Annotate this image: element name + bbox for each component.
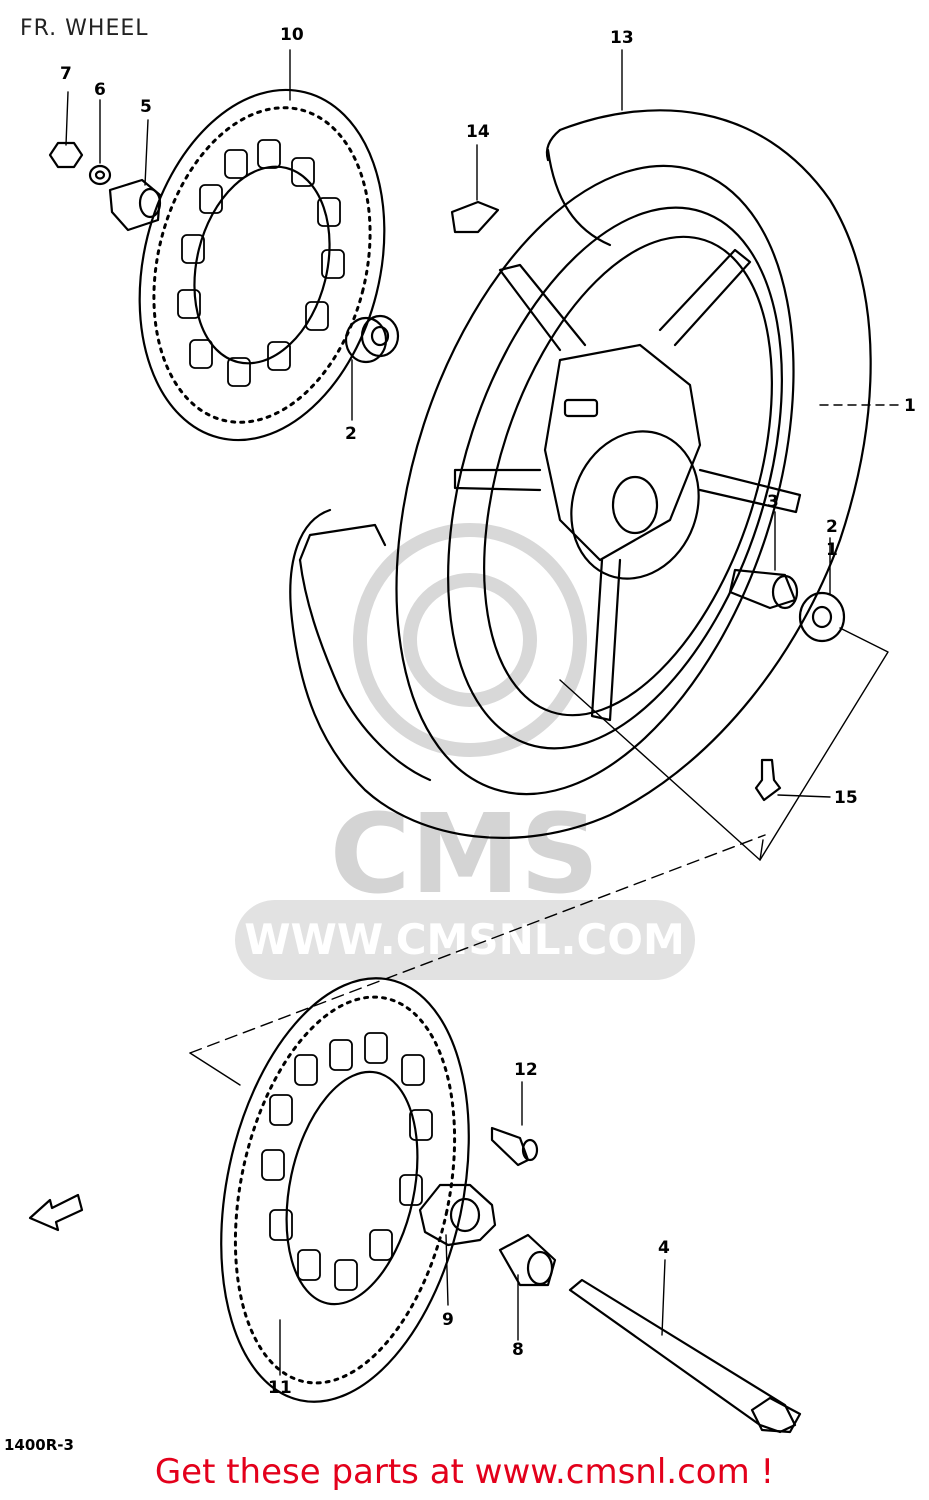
diagram-code: 1400R-3 <box>4 1436 74 1454</box>
clip-part-14 <box>450 200 500 234</box>
callout-2-right: 2 <box>826 517 838 537</box>
axle-spacer <box>498 1233 557 1287</box>
disc-bolt <box>490 1126 539 1167</box>
callout-14: 14 <box>466 122 490 142</box>
bearing-left <box>344 314 400 364</box>
callout-1: 1 <box>904 396 916 416</box>
callout-2-upper: 2 <box>345 424 357 444</box>
nut-washer-spacer <box>48 141 162 232</box>
front-direction-icon <box>28 1193 84 1232</box>
callout-6: 6 <box>94 80 106 100</box>
diagram-title: FR. WHEEL <box>20 16 149 41</box>
callout-9: 9 <box>442 1310 454 1330</box>
front-axle <box>568 1278 802 1434</box>
brake-disc-upper <box>138 88 386 442</box>
callout-10: 10 <box>280 25 304 45</box>
valve-stem <box>754 758 782 802</box>
brake-disc-lower <box>220 977 470 1403</box>
wheel-assembly <box>289 109 872 839</box>
spacer-bearing-right <box>728 568 846 643</box>
callout-4: 4 <box>658 1238 670 1258</box>
callout-11: 11 <box>268 1378 292 1398</box>
callout-12: 12 <box>514 1060 538 1080</box>
callout-1-right: 1 <box>826 540 838 560</box>
callout-13: 13 <box>610 28 634 48</box>
promo-link[interactable]: Get these parts at www.cmsnl.com ! <box>154 1452 775 1492</box>
callout-15: 15 <box>834 788 858 808</box>
callout-3: 3 <box>767 492 779 512</box>
callout-7: 7 <box>60 64 72 84</box>
speedo-gearbox <box>418 1183 497 1247</box>
watermark-site: WWW.CMSNL.COM <box>244 915 685 964</box>
callout-5: 5 <box>140 97 152 117</box>
callout-8: 8 <box>512 1340 524 1360</box>
watermark-brand: CMS <box>329 790 600 918</box>
